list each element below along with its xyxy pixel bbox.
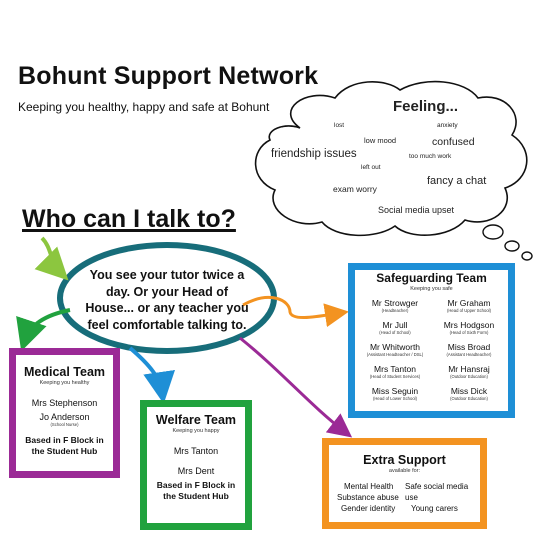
extra-item: Mental Health — [344, 482, 394, 491]
welfare-title: Welfare Team — [155, 413, 237, 427]
extra-items-right: Safe social media use Young carers — [405, 481, 480, 514]
welfare-tagline: Keeping you happy — [172, 428, 220, 434]
extra-tagline: available for: — [388, 468, 421, 474]
safeguarding-person: Miss Dick(Outdoor Education) — [450, 386, 488, 401]
safeguarding-left-column: Mr Strowger(Headteacher) Mr Jull(Head of… — [359, 298, 431, 408]
medical-person: Jo Anderson — [39, 412, 90, 422]
page-subtitle: Keeping you healthy, happy and safe at B… — [18, 100, 270, 114]
cloud-title: Feeling... — [393, 98, 459, 115]
arrow-to-extra — [239, 336, 353, 438]
cloud-word: too much work — [409, 153, 452, 160]
cloud-word: left out — [361, 164, 381, 171]
safeguarding-person: Mr Jull(Head of School) — [379, 320, 411, 335]
thought-cloud-shape — [254, 80, 528, 237]
medical-person-role: (School Nurse) — [50, 422, 79, 427]
welfare-person: Mrs Dent — [177, 466, 215, 476]
cloud-word: low mood — [364, 136, 397, 145]
safeguarding-person: Mr Hansraj(Outdoor Education) — [448, 364, 490, 379]
extra-support-box: Extra Support available for: Mental Heal… — [322, 438, 487, 529]
cloud-word: Social media upset — [378, 205, 455, 215]
arrow-to-medical — [16, 308, 71, 352]
safeguarding-right-column: Mr Graham(Head of Upper School) Mrs Hodg… — [433, 298, 505, 408]
welfare-location: Based in F Block in the Student Hub — [156, 480, 236, 501]
cloud-word: lost — [334, 122, 345, 129]
safeguarding-tagline: Keeping you safe — [410, 286, 453, 292]
thought-bubble-small — [521, 251, 533, 261]
safeguarding-person: Mrs Hodgson(Head of Sixth Form) — [443, 320, 495, 335]
welfare-team-box: Welfare Team Keeping you happy Mrs Tanto… — [140, 400, 252, 530]
extra-title: Extra Support — [363, 453, 446, 467]
extra-item: Substance abuse — [337, 493, 399, 502]
medical-location: Based in F Block in the Student Hub — [25, 435, 104, 456]
safeguarding-person: Mrs Tanton(Head of Student Services) — [369, 364, 421, 379]
medical-title: Medical Team — [23, 365, 106, 379]
extra-item: Gender identity — [341, 504, 396, 513]
cloud-word: confused — [432, 136, 475, 148]
safeguarding-person: Mr Whitworth(Assistant Headteacher / DSL… — [366, 342, 424, 357]
safeguarding-person: Miss Broad(Assistant Headteacher) — [446, 342, 492, 357]
medical-tagline: Keeping you healthy — [39, 380, 90, 386]
extra-item: Safe social media use — [405, 482, 469, 502]
thought-bubble-medium — [504, 240, 520, 252]
arrow-to-welfare — [128, 346, 175, 404]
cloud-word: anxiety — [437, 122, 458, 129]
extra-item: Young carers — [411, 504, 458, 513]
extra-items-left: Mental Health Substance abuse Gender ide… — [337, 481, 399, 514]
cloud-word: fancy a chat — [427, 175, 487, 187]
cloud-word: exam worry — [333, 184, 377, 194]
arrow-to-safeguarding — [242, 295, 349, 328]
page-title: Bohunt Support Network — [18, 62, 319, 90]
cloud-word: friendship issues — [271, 148, 357, 160]
welfare-person: Mrs Tanton — [173, 446, 219, 456]
medical-team-box: Medical Team Keeping you healthy Mrs Ste… — [9, 348, 120, 478]
tutor-text: You see your tutor twice a day. Or your … — [85, 268, 249, 332]
safeguarding-person: Mr Strowger(Headteacher) — [371, 298, 419, 313]
safeguarding-team-box: Safeguarding Team Keeping you safe Mr St… — [348, 263, 515, 418]
safeguarding-person: Miss Seguin(Head of Lower School) — [371, 386, 419, 401]
safeguarding-title: Safeguarding Team — [376, 271, 487, 285]
medical-person: Mrs Stephenson — [31, 398, 98, 408]
safeguarding-person: Mr Graham(Head of Upper School) — [447, 298, 491, 313]
thought-bubble-large — [482, 224, 504, 240]
who-heading: Who can I talk to? — [22, 205, 236, 233]
arrow-to-tutor — [34, 236, 69, 281]
